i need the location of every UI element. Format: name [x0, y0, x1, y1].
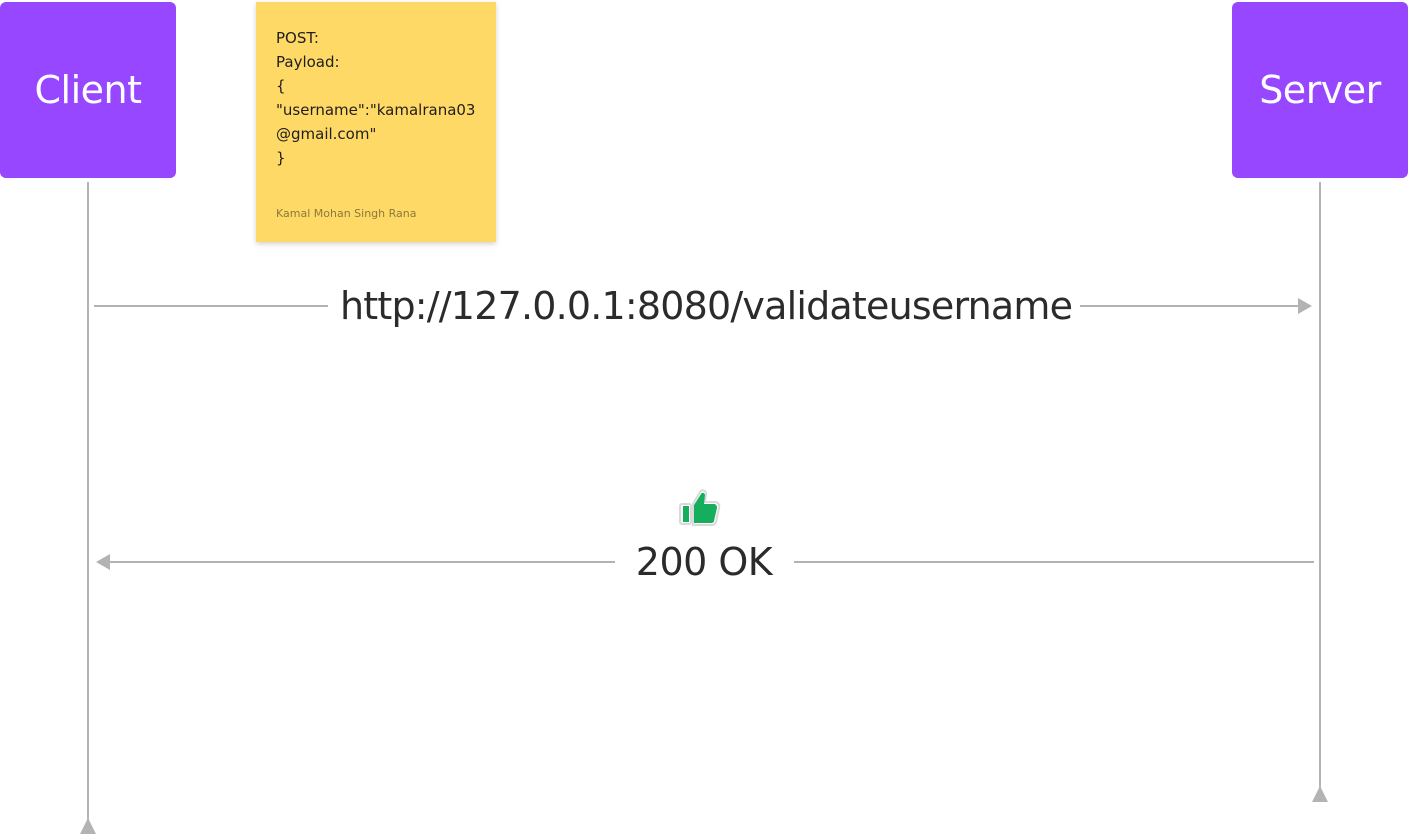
request-arrowhead — [1298, 298, 1312, 314]
note-author: Kamal Mohan Singh Rana — [276, 207, 417, 220]
client-lifeline-arrowhead — [80, 818, 96, 834]
response-arrowhead — [96, 554, 110, 570]
client-actor[interactable]: Client — [0, 2, 176, 178]
request-message-label[interactable]: http://127.0.0.1:8080/validateusername — [340, 282, 1073, 330]
client-actor-label: Client — [34, 68, 142, 112]
note-line: { — [276, 77, 286, 95]
note-line: POST: — [276, 29, 319, 47]
note-line: @gmail.com" — [276, 125, 377, 143]
server-actor-label: Server — [1259, 68, 1381, 112]
note-line: Payload: — [276, 53, 340, 71]
server-actor[interactable]: Server — [1232, 2, 1408, 178]
server-lifeline-arrowhead — [1312, 786, 1328, 802]
note-line: "username":"kamalrana03 — [276, 101, 476, 119]
thumbs-up-icon[interactable] — [676, 482, 724, 530]
response-message-label[interactable]: 200 OK — [620, 538, 788, 586]
payload-sticky-note[interactable]: POST: Payload: { "username":"kamalrana03… — [256, 2, 496, 242]
note-line: } — [276, 149, 286, 167]
